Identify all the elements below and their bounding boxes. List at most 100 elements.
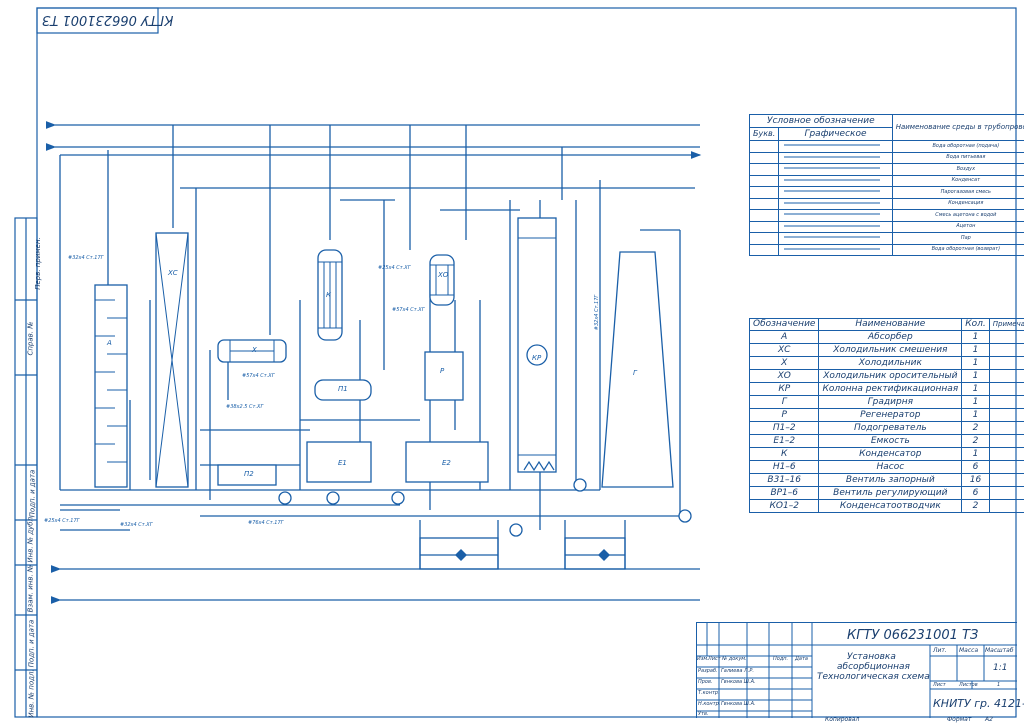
- legend-graphic-cell: 4: [778, 220, 893, 233]
- steam-trap-1: [455, 549, 467, 561]
- tb-col: Подп.: [773, 656, 789, 662]
- tb-lit: Лит.: [933, 647, 947, 654]
- legend-letter-cell: [748, 220, 780, 233]
- heater-box-2: [564, 537, 626, 570]
- legend-medium-cell: Вода оборотная (возврат): [891, 243, 1024, 256]
- tb-role: Разраб.: [698, 668, 718, 674]
- spec-cell-name: Холодильник: [818, 356, 963, 370]
- legend-graphic-cell: 11: [778, 151, 893, 164]
- legend-letter-cell: [748, 186, 780, 199]
- spec-cell-qty: 16: [961, 473, 990, 487]
- spec-cell-note: [988, 369, 1024, 383]
- spec-cell-note: [988, 395, 1024, 409]
- spec-cell-note: [988, 499, 1024, 513]
- condenser-xo: [429, 254, 455, 306]
- legend-medium-cell: Воздух: [891, 163, 1024, 176]
- legend-row: 3Воздух: [748, 163, 1024, 176]
- legend-row: 10Вода оборотная (подача): [748, 140, 1024, 153]
- label-tank-e2: Е2: [442, 459, 451, 467]
- legend-graphic-cell: 24: [778, 186, 893, 199]
- legend-line-symbol: [784, 248, 881, 250]
- doc-name-3: Технологическая схема: [817, 672, 930, 682]
- spec-cell-qty: 2: [961, 499, 990, 513]
- spec-cell-qty: 1: [961, 447, 990, 461]
- legend-medium-cell: Ацетон: [891, 220, 1024, 233]
- tb-format-value: А2: [985, 716, 993, 723]
- spec-header: Кол.: [961, 318, 990, 331]
- spec-cell-qty: 2: [961, 421, 990, 435]
- pump-n1: [278, 491, 292, 505]
- legend-table: Условное обозначение Наименование среды …: [748, 114, 1024, 256]
- legend-letter-cell: [748, 174, 780, 187]
- legend-line-symbol: [784, 167, 881, 169]
- tb-role: Пров.: [698, 679, 713, 685]
- legend-line-symbol: [784, 190, 881, 192]
- label-column: КР: [532, 354, 542, 362]
- title-block-grid: [697, 623, 1017, 718]
- pump-n3: [391, 491, 405, 505]
- spec-cell-code: К: [748, 447, 820, 461]
- label-cooler: Х: [252, 346, 257, 354]
- regenerator-p: [424, 351, 464, 401]
- legend-graphic-header: Графическое: [778, 127, 893, 141]
- tb-copied: Копировал: [825, 716, 860, 723]
- spec-cell-code: В31–16: [748, 473, 820, 487]
- tb-sheets-count: 1: [997, 682, 1001, 688]
- label-absorber: А: [107, 339, 112, 347]
- label-cooler-mix: ХС: [168, 269, 178, 277]
- stamp-code: КГТУ 066231001 ТЗ: [42, 12, 174, 27]
- spec-header: Примечание: [988, 318, 1024, 331]
- pump-n5: [573, 478, 587, 492]
- legend-title: Условное обозначение: [749, 114, 893, 128]
- tb-name: Галиева Л.Р.: [721, 668, 754, 674]
- legend-graphic-cell: 13: [778, 232, 893, 245]
- spec-cell-name: Градирня: [818, 395, 963, 409]
- legend-line-symbol: [784, 179, 881, 181]
- legend-row: 4Ацетон: [748, 220, 1024, 233]
- spec-cell-note: [988, 382, 1024, 396]
- tank-e2: [405, 441, 489, 483]
- legend-graphic-cell: 10: [778, 140, 893, 153]
- legend-medium-header: Наименование среды в трубопроводе: [891, 114, 1024, 141]
- spec-cell-name: Вентиль регулирующий: [818, 486, 963, 500]
- heater-p1: [314, 379, 372, 401]
- spec-cell-note: [988, 408, 1024, 422]
- legend-medium-cell: Парогазовая смесь: [891, 186, 1024, 199]
- legend-row: 8Смесь ацетона с водой: [748, 209, 1024, 222]
- legend-medium-cell: Пар: [891, 232, 1024, 245]
- tb-col: № докум.: [722, 656, 747, 662]
- label-tower: Г: [633, 369, 637, 377]
- legend-graphic-cell: 2: [778, 174, 893, 187]
- spec-cell-note: [988, 460, 1024, 474]
- spec-header: Обозначение: [748, 318, 820, 331]
- steam-trap-2: [598, 549, 610, 561]
- label-tank-e1: Е1: [338, 459, 347, 467]
- pipe-label: #25х4 Ст.ХГ: [378, 265, 411, 271]
- pump-n6: [678, 509, 692, 523]
- tb-role: Утв.: [698, 711, 709, 717]
- spec-cell-qty: 1: [961, 395, 990, 409]
- legend-medium-cell: Конденсат: [891, 174, 1024, 187]
- spec-cell-name: Регенератор: [818, 408, 963, 422]
- spec-cell-code: ВР1–6: [748, 486, 820, 500]
- tb-col: Лист: [708, 656, 721, 662]
- label-regenerator: Р: [440, 367, 445, 375]
- legend-row: 24Парогазовая смесь: [748, 186, 1024, 199]
- tb-role: Н.контр.: [698, 701, 721, 707]
- spec-cell-code: А: [748, 330, 820, 344]
- left-strip-label: Подп. и дата: [27, 619, 36, 668]
- heating-coil: [523, 460, 555, 472]
- pipe-label: #32х4 Ст.17Г: [594, 294, 601, 331]
